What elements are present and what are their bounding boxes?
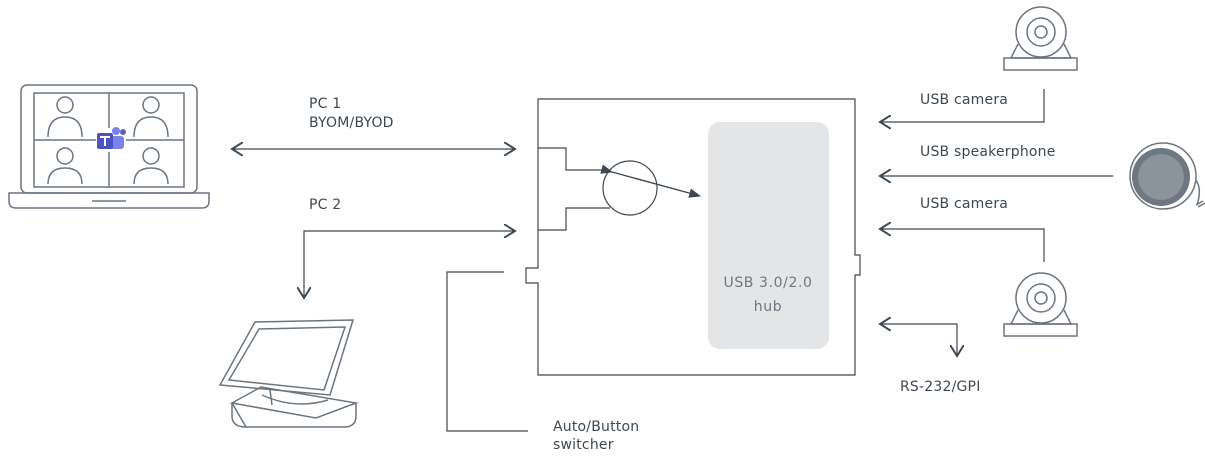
rs232-label: RS-232/GPI	[900, 379, 981, 395]
pc1-sublabel: BYOM/BYOD	[309, 115, 394, 131]
pc2-label: PC 2	[309, 197, 342, 213]
webcam-icon	[1003, 272, 1078, 337]
touch-panel-icon	[218, 319, 359, 428]
switcher-link	[446, 271, 528, 432]
pc1-label: PC 1	[309, 96, 342, 112]
teams-logo-icon	[96, 127, 126, 152]
webcam-icon	[1003, 6, 1078, 71]
switcher-sublabel: switcher	[553, 437, 614, 453]
speakerphone-icon	[1129, 142, 1205, 210]
switcher-label: Auto/Button	[553, 419, 640, 435]
pc2-link	[304, 231, 515, 298]
participant-icon	[47, 147, 83, 185]
participant-icon	[133, 96, 169, 138]
camera-top-link	[880, 89, 1045, 122]
participant-icon	[133, 147, 169, 185]
hub-sublabel: hub	[753, 299, 783, 315]
usb-camera-bottom-label: USB camera	[920, 196, 1009, 212]
hub-label: USB 3.0/2.0	[723, 275, 813, 291]
usb-hub	[708, 122, 829, 349]
usb-camera-top-label: USB camera	[920, 92, 1009, 108]
rs232-link	[880, 324, 957, 356]
participant-icon	[47, 96, 83, 138]
usb-speakerphone-label: USB speakerphone	[920, 144, 1056, 160]
connection-lines	[232, 89, 1113, 432]
camera-bottom-link	[880, 229, 1045, 262]
switch-box	[525, 98, 861, 376]
